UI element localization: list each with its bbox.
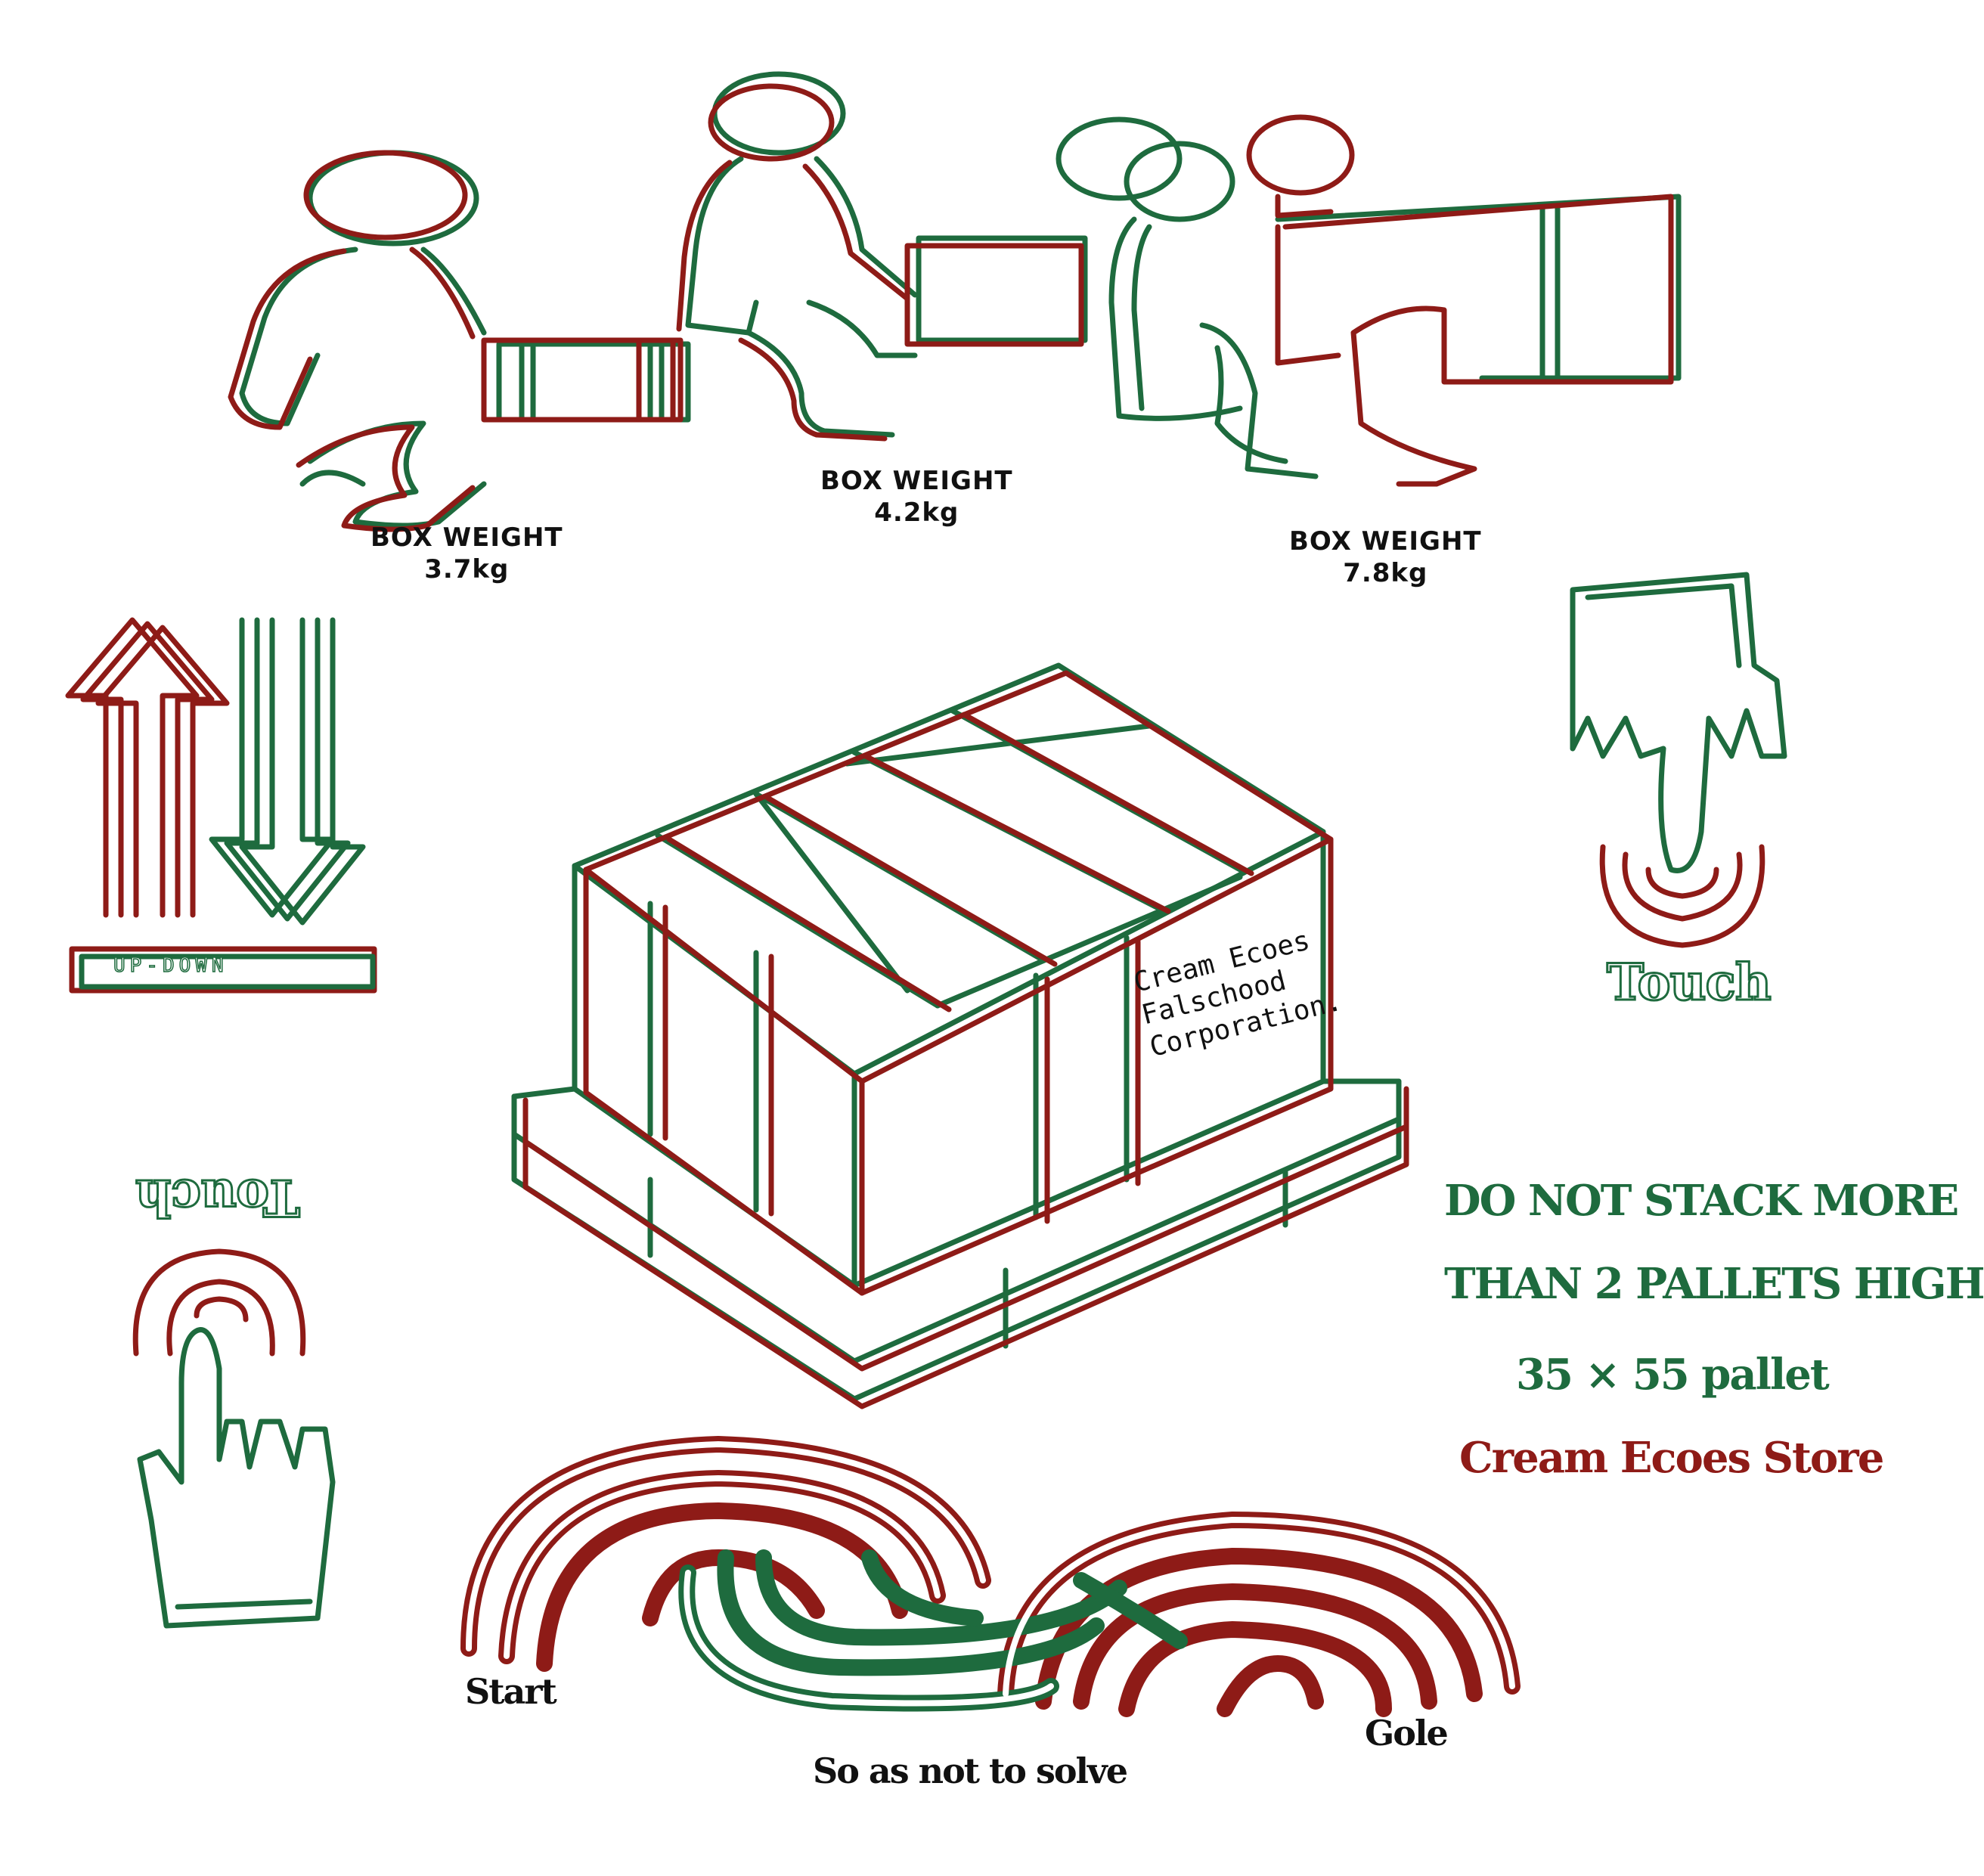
box-weight-value: 7.8kg bbox=[1343, 558, 1428, 588]
person-squat-lifting-icon bbox=[228, 150, 691, 532]
person-sitting-big-box-icon bbox=[1056, 114, 1682, 487]
hand-pointing-down-icon bbox=[1570, 572, 1787, 948]
stacking-warning-line-2: THAN 2 PALLETS HIGH bbox=[1444, 1259, 1984, 1309]
touch-label-left-upside-down: Touch bbox=[135, 1167, 302, 1229]
pallet-boxes-icon bbox=[511, 662, 1409, 1409]
person-holding-box-icon bbox=[676, 71, 1088, 442]
maze-caption: So as not to solve bbox=[813, 1750, 1128, 1791]
box-weight-value: 4.2kg bbox=[874, 498, 959, 528]
box-weight-label-1: BOX WEIGHT 3.7kg bbox=[370, 522, 563, 585]
box-weight-title: BOX WEIGHT bbox=[370, 522, 563, 553]
box-weight-title: BOX WEIGHT bbox=[1289, 526, 1482, 557]
maze-start-label: Start bbox=[465, 1671, 557, 1712]
stacking-warning-line-1: DO NOT STACK MORE bbox=[1444, 1176, 1959, 1226]
pallet-size-text: 35 × 55 pallet bbox=[1516, 1350, 1830, 1400]
touch-label-right: Touch bbox=[1606, 952, 1773, 1013]
up-down-label: UP-DOWN bbox=[113, 954, 228, 978]
maze-goal-label: Gole bbox=[1365, 1713, 1449, 1754]
maze-icon bbox=[460, 1436, 1521, 1717]
box-weight-value: 3.7kg bbox=[424, 554, 510, 585]
store-name-text: Cream Ecoes Store bbox=[1459, 1433, 1884, 1483]
up-down-arrows-icon bbox=[65, 617, 377, 994]
hand-pointing-up-icon bbox=[132, 1248, 336, 1629]
box-weight-label-2: BOX WEIGHT 4.2kg bbox=[820, 465, 1013, 529]
box-weight-title: BOX WEIGHT bbox=[820, 466, 1013, 496]
box-weight-label-3: BOX WEIGHT 7.8kg bbox=[1289, 526, 1482, 589]
